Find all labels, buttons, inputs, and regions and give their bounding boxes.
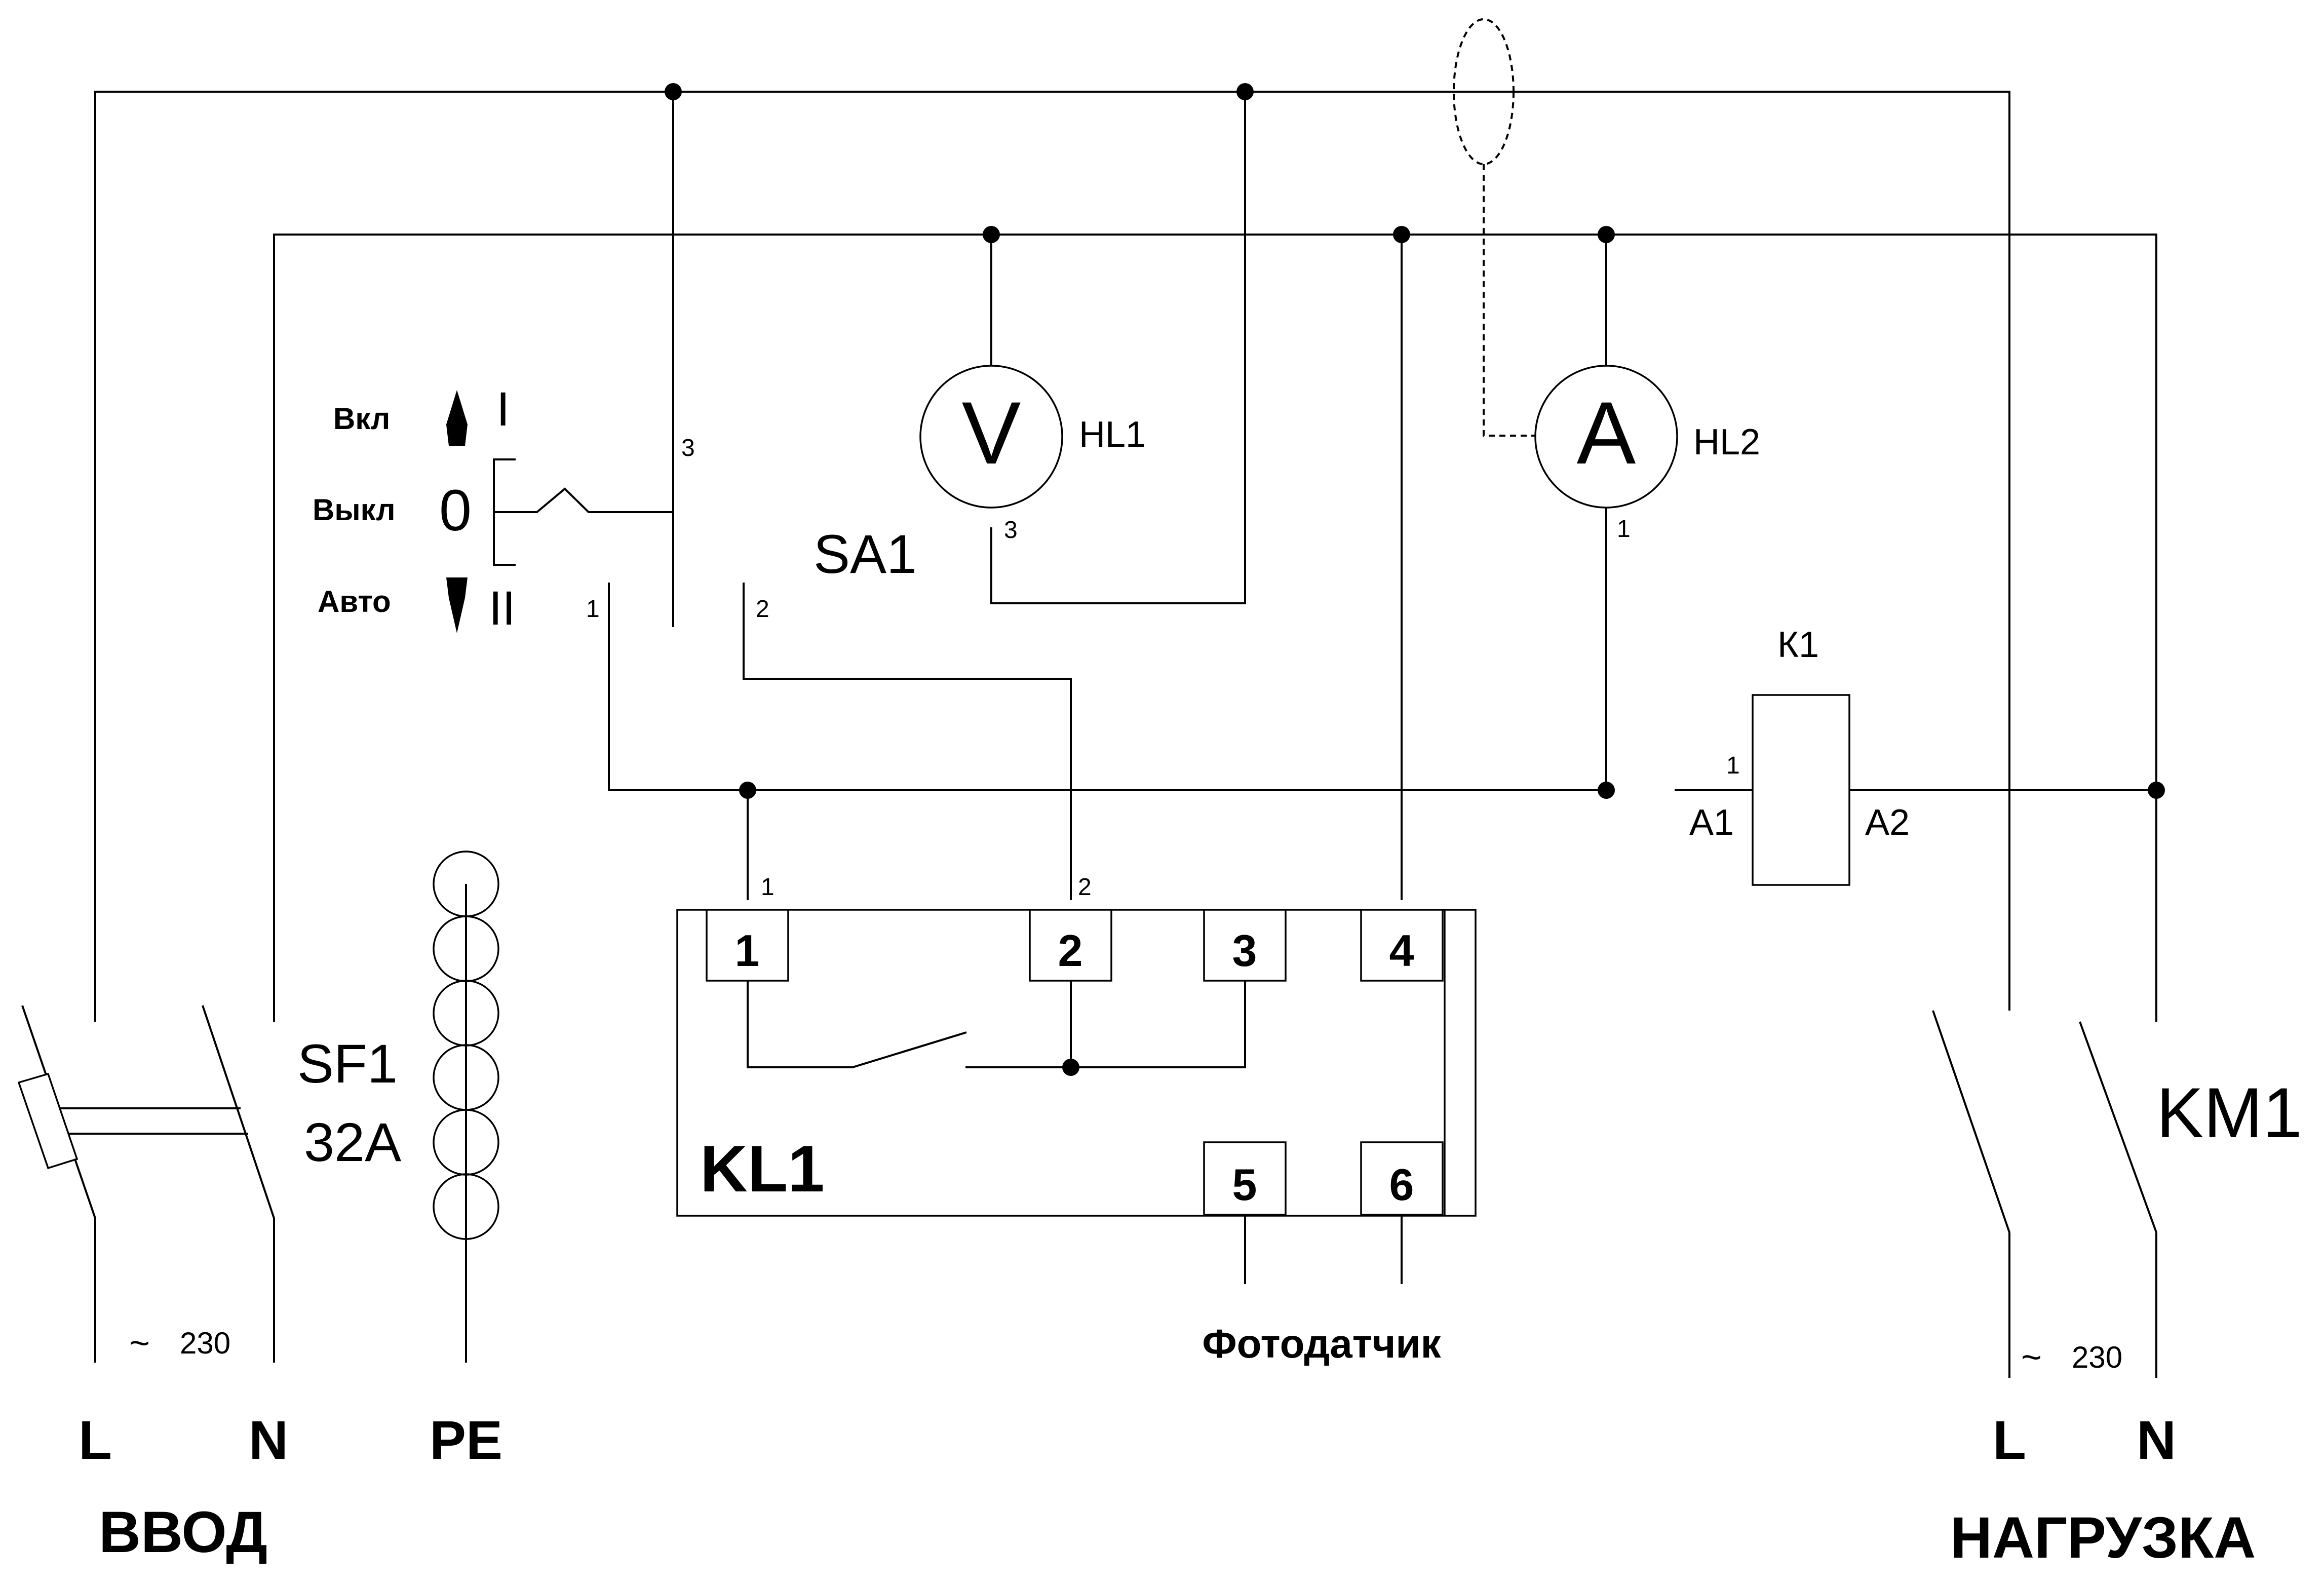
relay-terminal-2-label: 2 bbox=[1058, 925, 1083, 976]
relay-terminal-6-label: 6 bbox=[1389, 1159, 1414, 1210]
label-vykl: Выкл bbox=[313, 493, 395, 527]
ammeter-icon bbox=[1534, 365, 1678, 509]
label-pos-on: I bbox=[496, 382, 510, 436]
wire-l-to-hl1 bbox=[990, 92, 1246, 604]
voltmeter-icon bbox=[919, 365, 1063, 509]
pin-sa1-2: 2 bbox=[756, 596, 769, 623]
ammeter-hl2: A HL2 1 bbox=[1534, 365, 1760, 543]
label-pos-off: 0 bbox=[439, 478, 472, 543]
junction-dot bbox=[983, 226, 1000, 243]
contactor-pole-n bbox=[2079, 1021, 2157, 1233]
relay-terminal-3 bbox=[1203, 909, 1287, 982]
breaker-pole-n bbox=[202, 1005, 275, 1219]
switch-sa1: Вкл Выкл Авто I 0 II 3 1 2 SA1 bbox=[313, 382, 917, 635]
wire-sa1-p1 bbox=[608, 583, 1606, 791]
label-voltage-out: 230 bbox=[2072, 1340, 2122, 1374]
label-sa1: SA1 bbox=[814, 523, 917, 585]
relay-terminal-3-label: 3 bbox=[1232, 925, 1257, 976]
breaker-handle bbox=[17, 1072, 79, 1170]
ac-symbol-in: ~ bbox=[129, 1323, 150, 1363]
input-section: ~ 230 L N PE ВВОД bbox=[79, 1323, 502, 1565]
relay-contact-right bbox=[965, 981, 1246, 1068]
pin-sa1-1: 1 bbox=[586, 596, 600, 623]
junction-dot bbox=[1598, 226, 1615, 243]
voltmeter-symbol: V bbox=[962, 384, 1021, 483]
label-input-title: ВВОД bbox=[99, 1500, 267, 1565]
label-kl1: KL1 bbox=[700, 1132, 825, 1206]
relay-terminal-5 bbox=[1203, 1141, 1287, 1216]
label-pos-auto: II bbox=[489, 582, 516, 635]
pe-coil-icon bbox=[433, 1173, 499, 1240]
relay-terminal-2 bbox=[1029, 909, 1112, 982]
junction-dot bbox=[2148, 782, 2165, 799]
label-sf1: SF1 bbox=[297, 1033, 398, 1094]
arrow-up-icon bbox=[446, 390, 468, 446]
label-input-pe: PE bbox=[430, 1409, 502, 1471]
label-input-n: N bbox=[249, 1409, 288, 1471]
label-a1: А1 bbox=[1689, 802, 1734, 843]
wire-n-bus bbox=[273, 234, 2157, 1022]
label-photo-sensor: Фотодатчик bbox=[1202, 1321, 1441, 1366]
relay-terminal-4-label: 4 bbox=[1389, 925, 1414, 976]
wire-ct-to-ammeter bbox=[1483, 164, 1537, 437]
pin-k1-1: 1 bbox=[1726, 752, 1740, 779]
label-load-title: НАГРУЗКА bbox=[1950, 1505, 2256, 1570]
label-sf1-rating: 32A bbox=[304, 1111, 401, 1173]
pe-ground-coil bbox=[433, 851, 499, 1363]
label-avto: Авто bbox=[318, 585, 391, 618]
contactor-pole-l bbox=[1932, 1010, 2010, 1233]
relay-terminal-1 bbox=[706, 909, 789, 982]
pin-kl1-wire-1: 1 bbox=[761, 874, 774, 901]
load-section: ~ 230 L N НАГРУЗКА bbox=[1950, 1337, 2256, 1570]
wires bbox=[94, 18, 2157, 1284]
label-hl2: HL2 bbox=[1693, 422, 1760, 462]
switch-actuator bbox=[494, 487, 673, 513]
ammeter-symbol: A bbox=[1577, 384, 1636, 483]
label-vkl: Вкл bbox=[333, 402, 390, 436]
junction-dot bbox=[1598, 782, 1615, 799]
relay-kl1: 1 2 3 4 5 6 KL1 1 2 bbox=[676, 874, 1477, 1217]
label-hl1: HL1 bbox=[1079, 414, 1146, 455]
label-voltage-in: 230 bbox=[180, 1326, 230, 1360]
junction-dots bbox=[665, 83, 2165, 799]
label-load-l: L bbox=[1993, 1409, 2026, 1471]
pin-sa1-3: 3 bbox=[681, 435, 695, 461]
pin-kl1-wire-2: 2 bbox=[1078, 874, 1092, 901]
voltmeter-hl1: V HL1 3 bbox=[919, 365, 1146, 544]
junction-dot bbox=[1236, 83, 1254, 100]
breaker-sf1: SF1 32A bbox=[17, 1005, 401, 1363]
current-transformer-icon bbox=[1453, 18, 1515, 165]
relay-contact-left bbox=[747, 981, 967, 1068]
label-load-n: N bbox=[2137, 1409, 2176, 1471]
label-k1: К1 bbox=[1777, 625, 1819, 665]
arrow-down-icon bbox=[446, 577, 468, 633]
label-a2: А2 bbox=[1865, 802, 1910, 843]
label-km1: KM1 bbox=[2156, 1073, 2302, 1152]
ac-symbol-out: ~ bbox=[2021, 1337, 2042, 1377]
wire-sa1-p2 bbox=[743, 583, 1072, 900]
junction-dot bbox=[739, 782, 756, 799]
relay-terminal-5-label: 5 bbox=[1232, 1159, 1257, 1210]
junction-dot bbox=[1062, 1059, 1079, 1076]
coil-k1: К1 1 А1 А2 bbox=[1689, 625, 1910, 886]
contactor-km1: KM1 bbox=[1932, 1010, 2302, 1378]
relay-terminal-1-label: 1 bbox=[735, 925, 760, 976]
wire-l-bus bbox=[94, 91, 2010, 1022]
junction-dot bbox=[665, 83, 682, 100]
pin-hl2-1: 1 bbox=[1617, 516, 1631, 543]
junction-dot bbox=[1393, 226, 1410, 243]
relay-terminal-4 bbox=[1360, 909, 1444, 982]
coil-k1-body bbox=[1752, 694, 1850, 886]
pin-hl1-3: 3 bbox=[1004, 517, 1018, 544]
relay-terminal-6 bbox=[1360, 1141, 1444, 1216]
label-input-l: L bbox=[79, 1409, 112, 1471]
